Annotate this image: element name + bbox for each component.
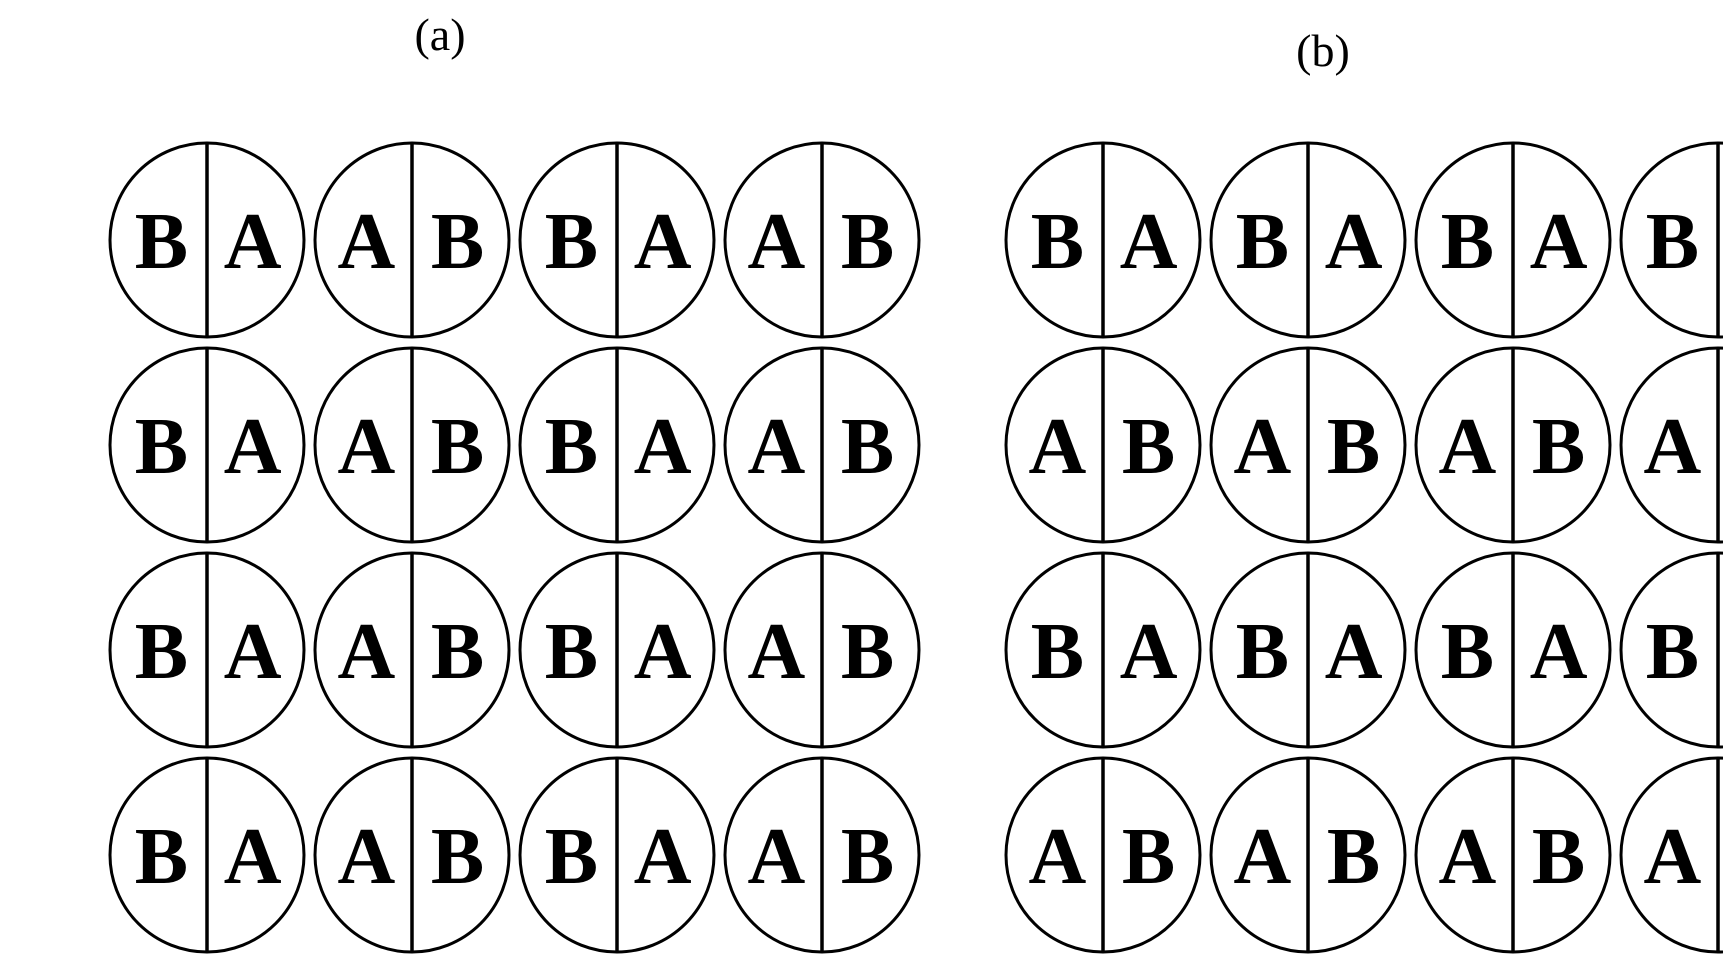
disk-right-label: B [431,198,484,286]
disk-right-label: A [634,608,692,696]
disk-left-label: A [748,813,806,901]
disk-left-label: B [545,608,598,696]
disk-left-label: A [338,403,396,491]
disk-left-label: B [1031,608,1084,696]
disk-left-label: B [1646,198,1699,286]
disk-left-label: B [1441,608,1494,696]
disk-left-label: B [135,403,188,491]
disk-right-label: B [431,608,484,696]
disk-right-label: B [1532,813,1585,901]
disk-left-label: A [338,608,396,696]
disk-left-label: B [135,608,188,696]
disk-left-label: B [1441,198,1494,286]
disk-right-label: B [841,608,894,696]
disk-left-label: B [1031,198,1084,286]
disk-right-label: B [841,813,894,901]
panel-b-grid: BABABABAABABABABBABABABAABABABAB [1004,141,1723,954]
disk-right-label: A [634,813,692,901]
disk-right-label: B [1327,813,1380,901]
disk-right-label: B [841,198,894,286]
disk-right-label: B [1327,403,1380,491]
disk-right-label: B [1122,813,1175,901]
disk-left-label: A [338,813,396,901]
panel-a-label: (a) [414,9,466,60]
disk-right-label: A [224,403,282,491]
disk-right-label: B [841,403,894,491]
disk-right-label: A [634,198,692,286]
split-disk: BA [1619,551,1723,749]
disk-right-label: B [1122,403,1175,491]
disk-right-label: B [431,813,484,901]
disk-left-label: B [545,198,598,286]
disk-left-label: A [1029,403,1087,491]
disk-left-label: A [748,198,806,286]
disk-right-label: B [1532,403,1585,491]
disk-left-label: A [1439,813,1497,901]
disk-right-label: A [1530,608,1588,696]
disk-left-label: B [1236,608,1289,696]
panel-b-label: (b) [1296,25,1350,76]
split-disk: AB [1619,346,1723,544]
disk-left-label: B [1236,198,1289,286]
split-disk: AB [1619,756,1723,954]
disk-right-label: B [431,403,484,491]
disk-left-label: B [545,813,598,901]
split-disk: BA [1619,141,1723,339]
disk-right-label: A [1530,198,1588,286]
disk-left-label: A [1644,813,1702,901]
disk-right-label: A [1120,198,1178,286]
disk-left-label: A [338,198,396,286]
disk-right-label: A [1120,608,1178,696]
disk-left-label: B [135,198,188,286]
disk-right-label: A [1325,198,1383,286]
disk-right-label: A [224,608,282,696]
disk-left-label: A [1439,403,1497,491]
disk-left-label: A [1234,813,1292,901]
disk-left-label: A [1029,813,1087,901]
disk-left-label: A [748,608,806,696]
disk-left-label: A [748,403,806,491]
disk-right-label: A [224,198,282,286]
disk-left-label: B [545,403,598,491]
disk-left-label: B [135,813,188,901]
disk-right-label: A [224,813,282,901]
disk-right-label: A [634,403,692,491]
disk-right-label: A [1325,608,1383,696]
disk-left-label: A [1644,403,1702,491]
disk-left-label: A [1234,403,1292,491]
disk-left-label: B [1646,608,1699,696]
